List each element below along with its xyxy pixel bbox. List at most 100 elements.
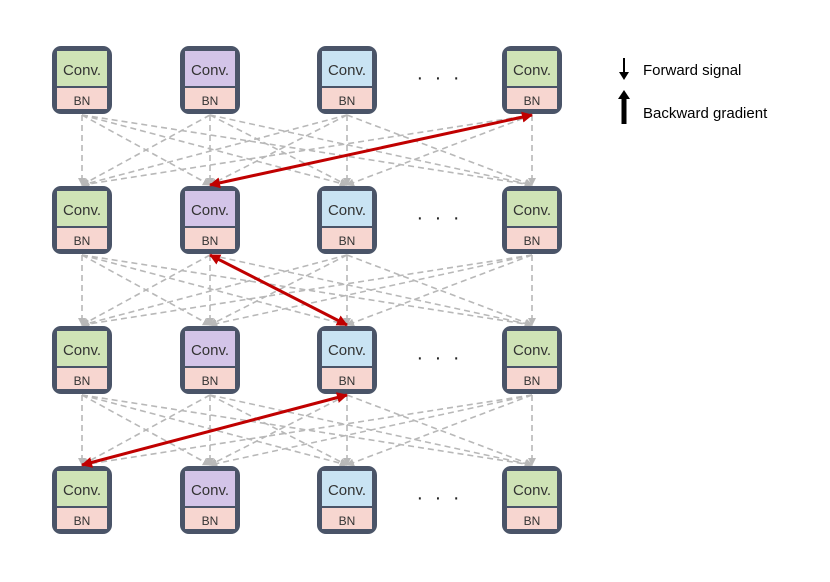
conv-label: Conv. [63,62,101,79]
conv-block [185,191,235,226]
ellipsis: · · · [416,207,462,229]
connection-arrow [81,254,533,328]
layer-node: Conv.BN [317,326,377,394]
connection-arrow [81,114,211,186]
layer-node: Conv. BN [502,186,562,254]
conv-block [57,331,107,366]
ellipsis-layer: · · · · · · · · · · · · [416,67,462,509]
conv-label: Conv. [191,342,229,359]
bn-label: BN [202,234,219,248]
conv-block [507,331,557,366]
bn-label: BN [524,234,541,248]
bn-block [57,508,107,529]
layer-node: Conv. BN [52,46,112,114]
bn-block [507,368,557,389]
bn-block [507,88,557,109]
layer-node: Conv.BN [180,46,240,114]
path-arrow [209,111,533,189]
conv-block [322,331,372,366]
bn-label: BN [74,374,91,388]
bn-block [507,228,557,249]
conv-block [57,51,107,86]
path-arrow [209,253,348,327]
connections-layer [78,114,536,468]
ellipsis: · · · [416,487,462,509]
conv-block [185,331,235,366]
connection-arrow [81,254,211,326]
bn-block [57,368,107,389]
conv-block [507,191,557,226]
layer-node: Conv. BN [502,466,562,534]
conv-label: Conv. [328,482,366,499]
bn-block [322,368,372,389]
conv-label: Conv. [513,62,551,79]
layer-node: Conv. BN [317,46,377,114]
conv-label: Conv. [513,202,551,219]
bn-block [322,228,372,249]
bn-label: BN [524,94,541,108]
connection-arrow [81,254,348,328]
nodes-layer: Conv. BN Conv. BN Conv. BN Conv. BN Conv. BN Conv.… [52,46,562,534]
conv-label: Conv. [63,482,101,499]
ellipsis: · · · [416,347,462,369]
conv-label: Conv. [513,342,551,359]
layer-node: Conv. BN [502,326,562,394]
bn-label: BN [339,374,356,388]
bn-label: BN [524,514,541,528]
path-arrow [81,392,348,468]
bn-block [185,508,235,529]
bn-label: BN [74,234,91,248]
connection-arrow [81,254,533,328]
conv-label: Conv. [63,202,101,219]
bn-label: BN [524,374,541,388]
layer-node: Conv. BN [52,186,112,254]
conv-block [322,191,372,226]
bn-label: BN [339,94,356,108]
ellipsis: · · · [416,67,462,89]
conv-label: Conv. [191,202,229,219]
connection-arrow [346,394,533,467]
layer-node: Conv. BN [52,466,112,534]
layer-node: Conv.BN [180,326,240,394]
bn-block [185,88,235,109]
connection-arrow [346,254,533,327]
layer-node: Conv. BN [317,466,377,534]
conv-label: Conv. [191,62,229,79]
conv-label: Conv. [328,62,366,79]
conv-block [57,191,107,226]
layer-node: Conv. BN [180,186,240,254]
layer-node: Conv.BN [317,186,377,254]
conv-label: Conv. [513,482,551,499]
conv-label: Conv. [63,342,101,359]
forward-signal-label: Forward signal [643,62,741,79]
highlighted-path [81,111,533,468]
conv-label: Conv. [191,482,229,499]
bn-label: BN [339,514,356,528]
bn-block [185,368,235,389]
conv-block [185,471,235,506]
conv-block [57,471,107,506]
backward-gradient-label: Backward gradient [643,105,768,122]
bn-block [185,228,235,249]
connection-arrow [81,394,533,468]
connection-arrow [81,114,533,188]
bn-label: BN [74,94,91,108]
forward-arrow-icon [619,58,629,80]
conv-block [322,471,372,506]
conv-block [322,51,372,86]
conv-label: Conv. [328,202,366,219]
connection-arrow [81,114,348,188]
bn-label: BN [202,514,219,528]
layer-node: Conv. BN [52,326,112,394]
connection-arrow [346,394,533,467]
connection-arrow [346,254,533,327]
conv-block [507,471,557,506]
bn-label: BN [74,514,91,528]
bn-block [57,228,107,249]
layer-node: Conv. BN [502,46,562,114]
legend: Forward signal Backward gradient [618,58,768,124]
conv-block [507,51,557,86]
backward-arrow-icon [618,90,630,124]
layer-node: Conv. BN [180,466,240,534]
